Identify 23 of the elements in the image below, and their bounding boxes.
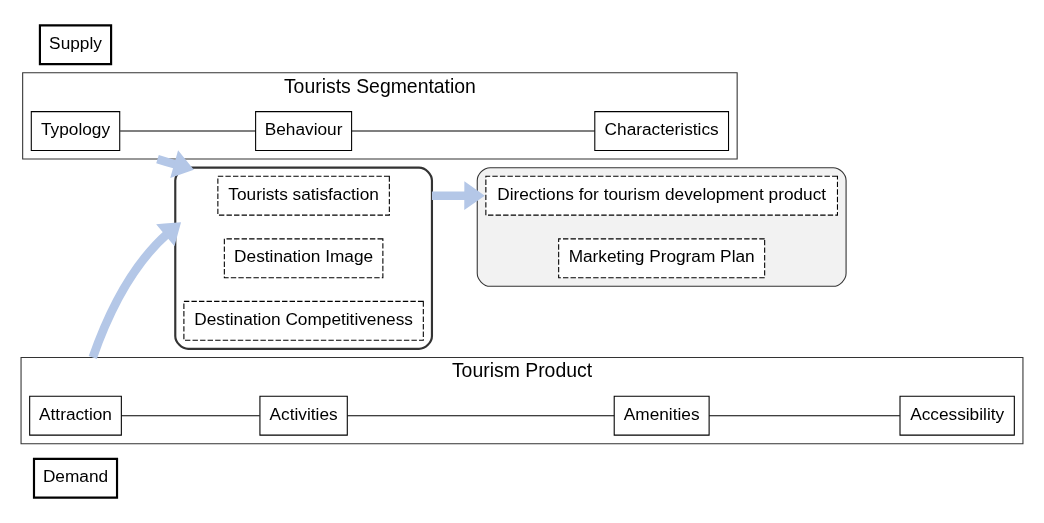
node-box: Typology xyxy=(30,111,121,151)
connector xyxy=(119,130,257,132)
cluster xyxy=(476,167,847,287)
node-box: Demand xyxy=(32,457,119,499)
node-box: Supply xyxy=(38,24,113,66)
node-box: Directions for tourism development product xyxy=(485,175,838,216)
node-box: Destination Image xyxy=(223,238,384,279)
node-box: Activities xyxy=(259,395,348,436)
node-box: Accessibility xyxy=(899,395,1015,436)
connector xyxy=(347,415,615,417)
node-box: Characteristics xyxy=(594,111,730,151)
connector xyxy=(708,415,901,417)
node-box: Marketing Program Plan xyxy=(558,238,766,279)
node-box: Tourists satisfaction xyxy=(217,175,390,216)
node-box: Attraction xyxy=(29,395,122,436)
node-box: Behaviour xyxy=(255,111,353,151)
connector xyxy=(120,415,261,417)
arrow xyxy=(156,150,194,178)
cluster xyxy=(174,166,434,350)
connector xyxy=(351,130,596,132)
node-box: Destination Competitiveness xyxy=(183,300,424,341)
node-box: Amenities xyxy=(613,395,710,436)
arrow xyxy=(88,222,182,359)
